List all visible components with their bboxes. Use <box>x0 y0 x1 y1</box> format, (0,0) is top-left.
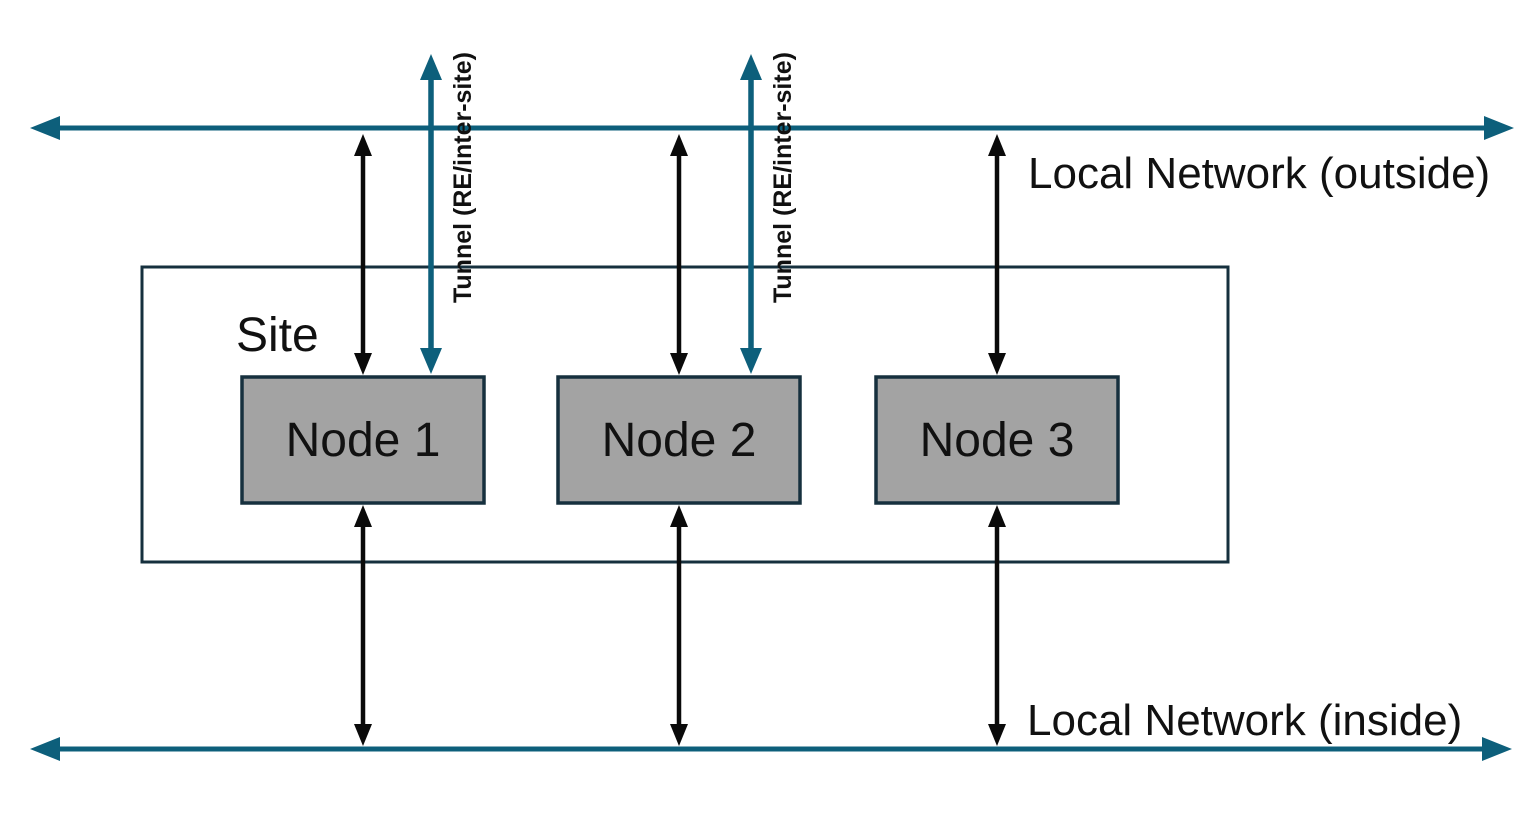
inside-network-line <box>30 737 1512 761</box>
tunnel2-arrow <box>740 54 762 374</box>
tunnel2-up-arrowhead-icon <box>740 54 762 80</box>
node1-label: Node 1 <box>286 414 441 467</box>
site-boundary-box <box>140 265 1230 564</box>
node1-outside-link-arrow <box>354 134 372 375</box>
outside-network-line <box>30 116 1514 140</box>
node3-inside-up-arrowhead-icon <box>988 505 1006 527</box>
tunnel1-label: Tunnel (RE/inter-site) <box>449 52 477 303</box>
node1-inside-link-arrow <box>354 505 372 746</box>
site-label: Site <box>236 309 319 362</box>
tunnel2-down-arrowhead-icon <box>740 348 762 374</box>
outside-network-right-arrowhead-icon <box>1484 116 1514 140</box>
tunnel1-arrow <box>420 54 442 374</box>
node3-outside-down-arrowhead-icon <box>988 353 1006 375</box>
node3-inside-down-arrowhead-icon <box>988 724 1006 746</box>
outside-network-left-arrowhead-icon <box>30 116 60 140</box>
tunnel1-up-arrowhead-icon <box>420 54 442 80</box>
inside-network-left-arrowhead-icon <box>30 737 60 761</box>
tunnel1-down-arrowhead-icon <box>420 348 442 374</box>
node3-label: Node 3 <box>920 414 1075 467</box>
node1-box <box>240 375 486 505</box>
node1-outside-down-arrowhead-icon <box>354 353 372 375</box>
node2-box <box>556 375 802 505</box>
node2-outside-up-arrowhead-icon <box>670 134 688 156</box>
node3-box <box>874 375 1120 505</box>
node3-outside-link-arrow <box>988 134 1006 375</box>
node1-inside-up-arrowhead-icon <box>354 505 372 527</box>
node2-inside-down-arrowhead-icon <box>670 724 688 746</box>
node3-outside-up-arrowhead-icon <box>988 134 1006 156</box>
node2-label: Node 2 <box>602 414 757 467</box>
outside-network-label: Local Network (outside) <box>1028 149 1490 198</box>
node2-outside-down-arrowhead-icon <box>670 353 688 375</box>
inside-network-right-arrowhead-icon <box>1482 737 1512 761</box>
node1-outside-up-arrowhead-icon <box>354 134 372 156</box>
node2-inside-up-arrowhead-icon <box>670 505 688 527</box>
node1-inside-down-arrowhead-icon <box>354 724 372 746</box>
node2-outside-link-arrow <box>670 134 688 375</box>
tunnel2-label: Tunnel (RE/inter-site) <box>769 52 797 303</box>
inside-network-label: Local Network (inside) <box>1027 696 1462 745</box>
node2-inside-link-arrow <box>670 505 688 746</box>
node3-inside-link-arrow <box>988 505 1006 746</box>
